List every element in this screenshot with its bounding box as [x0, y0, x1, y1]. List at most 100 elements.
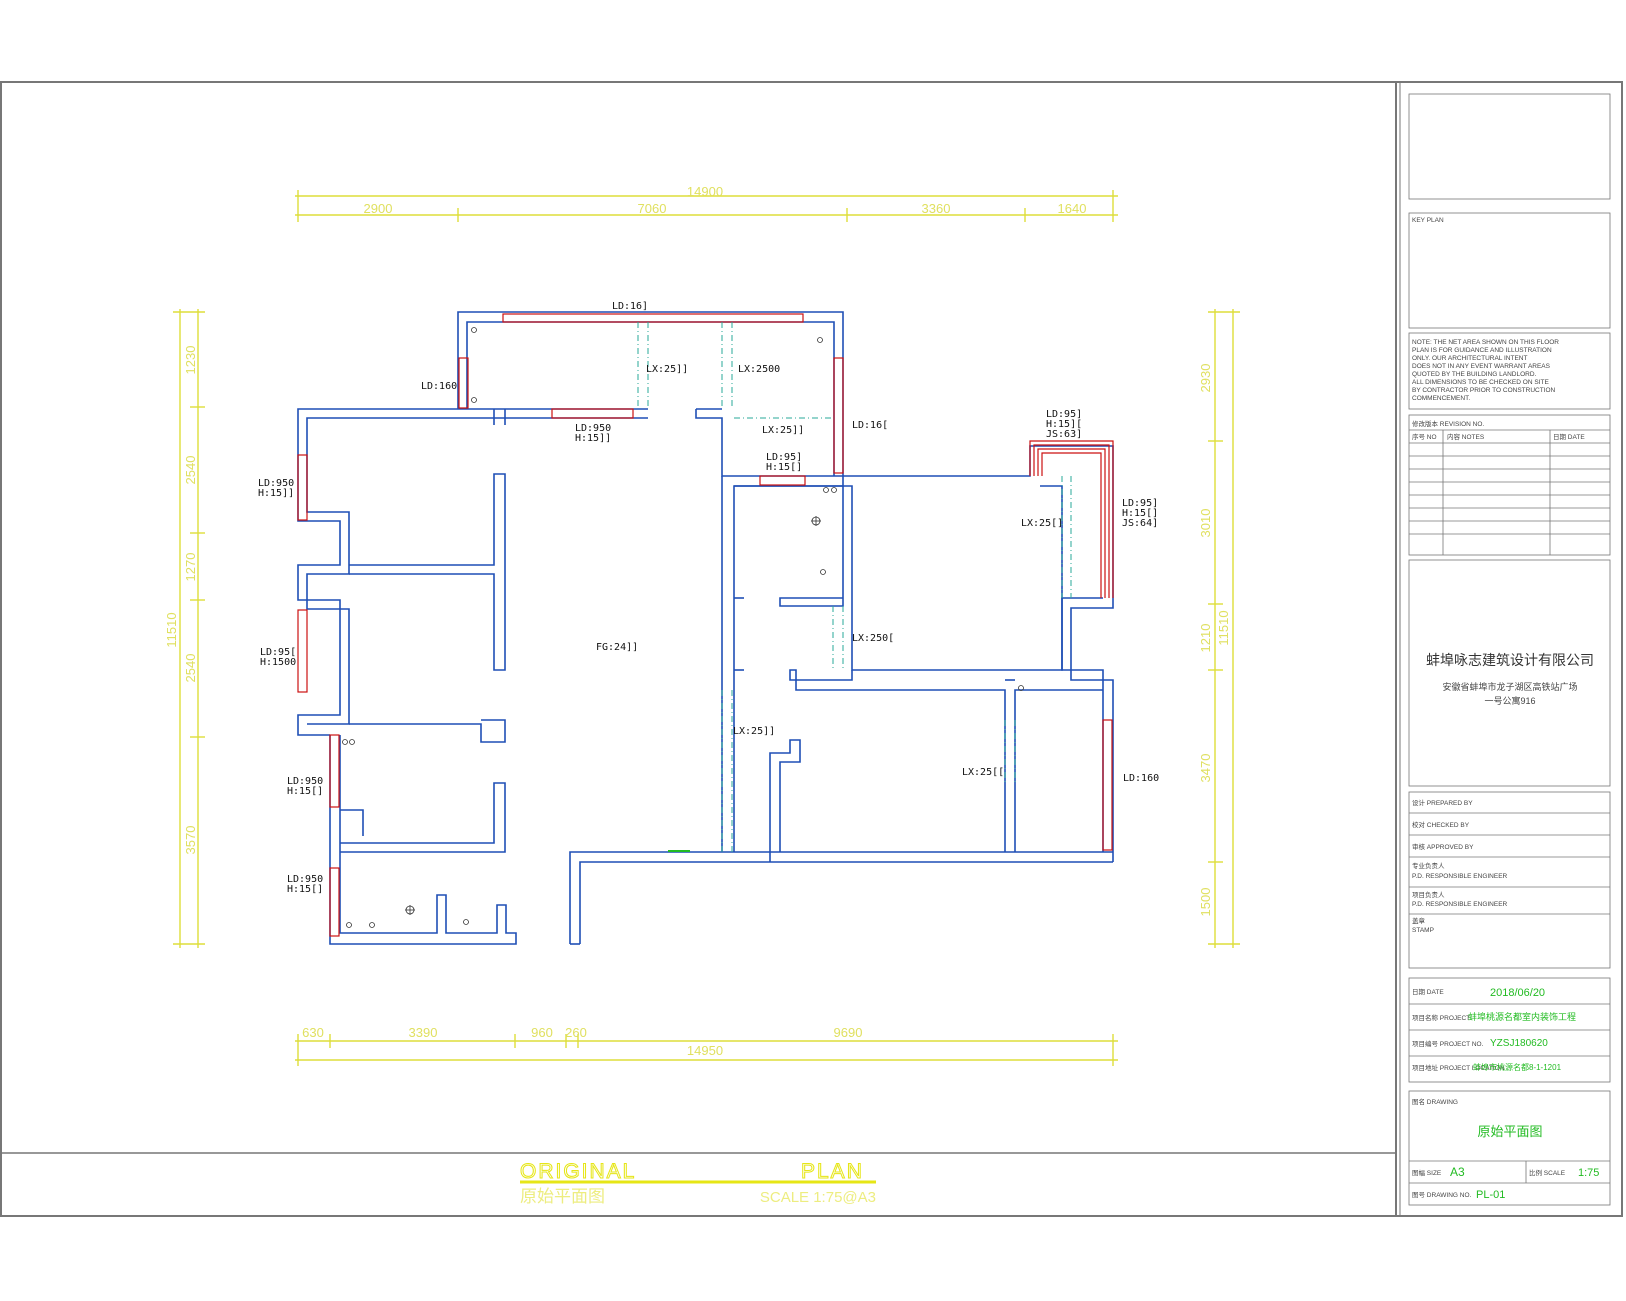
title-block: [1408, 93, 1611, 1206]
dim-right-seg-1: 2930: [1198, 364, 1213, 393]
dim-top-total: 14900: [687, 184, 723, 199]
dimension-top: [295, 190, 1118, 222]
company-address-2: 一号公寓916: [1484, 695, 1535, 706]
label-lx-3: LX:25]]: [762, 425, 804, 436]
dim-right-seg-3: 1210: [1198, 624, 1213, 653]
window-left-4: [329, 867, 340, 937]
dim-bottom-seg-3: 960: [531, 1025, 553, 1040]
label-h-l1: H:15]]: [258, 488, 294, 499]
door-openings: [637, 322, 1072, 852]
svg-text:项目编号 PROJECT NO.: 项目编号 PROJECT NO.: [1412, 1039, 1484, 1048]
window-kitchen-north: [759, 475, 806, 486]
title-original: ORIGINAL: [520, 1160, 636, 1183]
dim-bottom-seg-2: 3390: [409, 1025, 438, 1040]
dim-bottom-seg-5: 9690: [834, 1025, 863, 1040]
dim-left-seg-5: 3570: [183, 826, 198, 855]
dim-left-seg-3: 1270: [183, 553, 198, 582]
project-value: 蚌埠桃源名都室内装饰工程: [1468, 1011, 1576, 1022]
label-h-l2: H:1500: [260, 657, 296, 668]
dim-top-seg-3: 3360: [922, 201, 951, 216]
window-right-low: [1102, 719, 1113, 851]
title-subtitle: 原始平面图: [520, 1187, 605, 1206]
svg-text:DOES NOT IN ANY EVENT WARRANT: DOES NOT IN ANY EVENT WARRANT AREAS: [1412, 363, 1551, 370]
window-living-north: [551, 408, 634, 419]
dimension-bottom: [295, 1034, 1118, 1066]
label-lx-bed3: LX:25[[: [962, 767, 1004, 778]
svg-text:日期 DATE: 日期 DATE: [1412, 988, 1444, 996]
svg-text:日期 DATE: 日期 DATE: [1553, 433, 1585, 441]
label-ld-left-upper: LD:160: [421, 381, 457, 392]
bay-window: [1029, 440, 1114, 598]
title-scale: SCALE 1:75@A3: [760, 1189, 876, 1206]
label-ld-l4: LD:950: [287, 874, 323, 885]
svg-text:图号 DRAWING NO.: 图号 DRAWING NO.: [1412, 1191, 1472, 1199]
label-lx-hall: LX:25]]: [733, 726, 775, 737]
fixtures: [342, 327, 1024, 928]
window-north: [502, 313, 804, 323]
project-no-value: YZSJ180620: [1490, 1038, 1548, 1049]
window-north-right: [833, 357, 844, 474]
floor-plan-walls: [297, 311, 1114, 945]
dim-top-seg-1: 2900: [364, 201, 393, 216]
dim-left-seg-1: 1230: [183, 346, 198, 375]
label-h-bay-side: H:15[]: [1122, 508, 1158, 519]
label-lx-1: LX:25]]: [646, 364, 688, 375]
label-h-l3: H:15[]: [287, 786, 323, 797]
label-ld-l1: LD:950: [258, 478, 294, 489]
drawing-name: 原始平面图: [1477, 1124, 1542, 1139]
dimension-right: [1208, 309, 1240, 948]
dim-top-seg-4: 1640: [1058, 201, 1087, 216]
title-block-text: KEY PLAN NOTE: THE NET AREA SHOWN ON THI…: [1412, 217, 1599, 1201]
label-js-bay-side: JS:64]: [1122, 518, 1158, 529]
label-ld-top: LD:16]: [612, 301, 648, 312]
label-ld-center-top: LD:950: [575, 423, 611, 434]
svg-text:ONLY. OUR ARCHITECTURAL INTENT: ONLY. OUR ARCHITECTURAL INTENT: [1412, 355, 1527, 362]
dim-left-seg-4: 2540: [183, 654, 198, 683]
label-ld-bay-side: LD:95]: [1122, 498, 1158, 509]
window-left-2: [297, 609, 308, 693]
dim-right-seg-4: 3470: [1198, 754, 1213, 783]
scale-value: 1:75: [1578, 1167, 1599, 1179]
svg-text:项目名称 PROJECT: 项目名称 PROJECT: [1412, 1013, 1470, 1022]
svg-text:盖章: 盖章: [1412, 916, 1426, 925]
drawing-title: ORIGINAL PLAN 原始平面图 SCALE 1:75@A3: [520, 1160, 876, 1206]
windows: [297, 313, 1113, 937]
svg-text:图名 DRAWING: 图名 DRAWING: [1412, 1097, 1458, 1106]
svg-text:STAMP: STAMP: [1412, 927, 1434, 934]
svg-text:校对 CHECKED BY: 校对 CHECKED BY: [1412, 820, 1470, 829]
label-h-l4: H:15[]: [287, 884, 323, 895]
svg-text:NOTE: THE NET AREA SHOWN ON TH: NOTE: THE NET AREA SHOWN ON THIS FLOOR: [1412, 339, 1559, 346]
dim-bottom-seg-1: 630: [302, 1025, 324, 1040]
window-north-left: [458, 357, 469, 409]
label-ld-right-low: LD:160: [1123, 773, 1159, 784]
label-ld-bay: LD:95]: [1046, 409, 1082, 420]
drawing-no-value: PL-01: [1476, 1189, 1505, 1201]
label-lx-2: LX:2500: [738, 364, 780, 375]
svg-text:项目负责人: 项目负责人: [1412, 890, 1445, 899]
dim-bottom-total: 14950: [687, 1043, 723, 1058]
svg-text:COMMENCEMENT.: COMMENCEMENT.: [1412, 395, 1470, 402]
label-ld-right-top: LD:16[: [852, 420, 888, 431]
label-fg: FG:24]]: [596, 642, 638, 653]
window-left-1: [297, 454, 308, 521]
revision-head: 修改版本 REVISION NO.: [1412, 419, 1484, 428]
sheet-border: [0, 81, 1623, 1217]
dim-top-seg-2: 7060: [638, 201, 667, 216]
svg-text:设计 PREPARED BY: 设计 PREPARED BY: [1412, 798, 1473, 807]
label-h-small: H:15[]: [766, 462, 802, 473]
label-ld-l3: LD:950: [287, 776, 323, 787]
title-plan: PLAN: [801, 1160, 864, 1183]
label-js-bay: JS:63]: [1046, 429, 1082, 440]
company-address-1: 安徽省蚌埠市龙子湖区高铁站广场: [1442, 681, 1577, 692]
svg-text:P.D. RESPONSIBLE ENGINEER: P.D. RESPONSIBLE ENGINEER: [1412, 873, 1508, 880]
label-ld-small: LD:95]: [766, 452, 802, 463]
svg-text:内容 NOTES: 内容 NOTES: [1447, 432, 1485, 441]
company-name: 蚌埠咏志建筑设计有限公司: [1426, 652, 1594, 668]
svg-text:审核 APPROVED BY: 审核 APPROVED BY: [1412, 842, 1474, 851]
window-left-3: [329, 734, 340, 808]
location-value: 蚌埠市桃源名都8-1-1201: [1473, 1062, 1562, 1072]
key-plan-label: KEY PLAN: [1412, 217, 1444, 224]
dim-left-seg-2: 2540: [183, 456, 198, 485]
svg-text:项目地址 PROJECT LOCATION: 项目地址 PROJECT LOCATION: [1412, 1063, 1505, 1072]
